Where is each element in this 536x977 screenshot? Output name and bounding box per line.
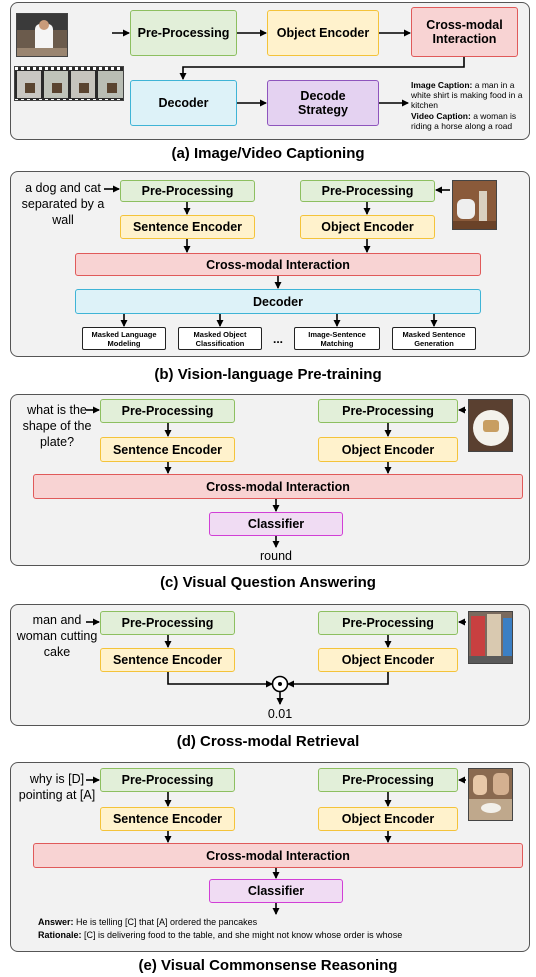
e-query-text: why is [D] pointing at [A]	[18, 772, 96, 802]
a-cross-modal-box: Cross-modal Interaction	[411, 7, 518, 57]
caption-d: (d) Cross-modal Retrieval	[176, 733, 360, 750]
c-query-text: what is the shape of the plate?	[22, 403, 92, 449]
a-decode-strategy-box: Decode Strategy	[267, 80, 379, 126]
b-query-text: a dog and cat separated by a wall	[21, 181, 105, 227]
dog-cat-photo	[452, 180, 497, 230]
caption-a: (a) Image/Video Captioning	[171, 145, 365, 162]
b-cross-modal-box: Cross-modal Interaction	[75, 253, 481, 276]
d-score-text: 0.01	[267, 707, 293, 721]
c-preprocessing-left: Pre-Processing	[100, 399, 235, 423]
d-preprocessing-left: Pre-Processing	[100, 611, 235, 635]
a-image-caption: Image Caption: a man in a white shirt is…	[411, 80, 523, 110]
task-ellipsis: ...	[272, 332, 283, 346]
b-preprocessing-right: Pre-Processing	[300, 180, 435, 202]
e-object-encoder: Object Encoder	[318, 807, 458, 831]
task-masked-language-modeling: Masked Language Modeling	[82, 327, 166, 350]
b-preprocessing-left: Pre-Processing	[120, 180, 255, 202]
e-answer-text: Answer: He is telling [C] that [A] order…	[38, 917, 258, 927]
b-object-encoder: Object Encoder	[300, 215, 435, 239]
c-answer-text: round	[260, 549, 292, 563]
a-preprocessing-box: Pre-Processing	[130, 10, 237, 56]
plate-photo	[468, 399, 513, 452]
e-cross-modal-box: Cross-modal Interaction	[33, 843, 523, 868]
restaurant-photo	[468, 768, 513, 821]
caption-c: (c) Visual Question Answering	[160, 574, 376, 591]
e-preprocessing-left: Pre-Processing	[100, 768, 235, 792]
a-decoder-box: Decoder	[130, 80, 237, 126]
c-object-encoder: Object Encoder	[318, 437, 458, 462]
caption-e: (e) Visual Commonsense Reasoning	[138, 957, 398, 974]
task-masked-sentence-generation: Masked Sentence Generation	[392, 327, 476, 350]
b-sentence-encoder: Sentence Encoder	[120, 215, 255, 239]
a-video-caption: Video Caption: a woman is riding a horse…	[411, 111, 517, 131]
c-classifier-box: Classifier	[209, 512, 343, 536]
dot-product-icon	[271, 675, 289, 693]
e-classifier-box: Classifier	[209, 879, 343, 903]
a-object-encoder-box: Object Encoder	[267, 10, 379, 56]
task-image-sentence-matching: Image-Sentence Matching	[294, 327, 380, 350]
task-masked-object-classification: Masked Object Classification	[178, 327, 262, 350]
e-rationale-text: Rationale: [C] is delivering food to the…	[38, 930, 403, 940]
e-preprocessing-right: Pre-Processing	[318, 768, 458, 792]
video-frames	[14, 66, 124, 101]
d-sentence-encoder: Sentence Encoder	[100, 648, 235, 672]
caption-b: (b) Vision-language Pre-training	[154, 366, 382, 383]
d-query-text: man and woman cutting cake	[16, 613, 98, 659]
kitchen-photo	[16, 13, 68, 57]
c-sentence-encoder: Sentence Encoder	[100, 437, 235, 462]
c-preprocessing-right: Pre-Processing	[318, 399, 458, 423]
e-sentence-encoder: Sentence Encoder	[100, 807, 235, 831]
c-cross-modal-box: Cross-modal Interaction	[33, 474, 523, 499]
d-object-encoder: Object Encoder	[318, 648, 458, 672]
d-preprocessing-right: Pre-Processing	[318, 611, 458, 635]
street-photo	[468, 611, 513, 664]
b-decoder-box: Decoder	[75, 289, 481, 314]
